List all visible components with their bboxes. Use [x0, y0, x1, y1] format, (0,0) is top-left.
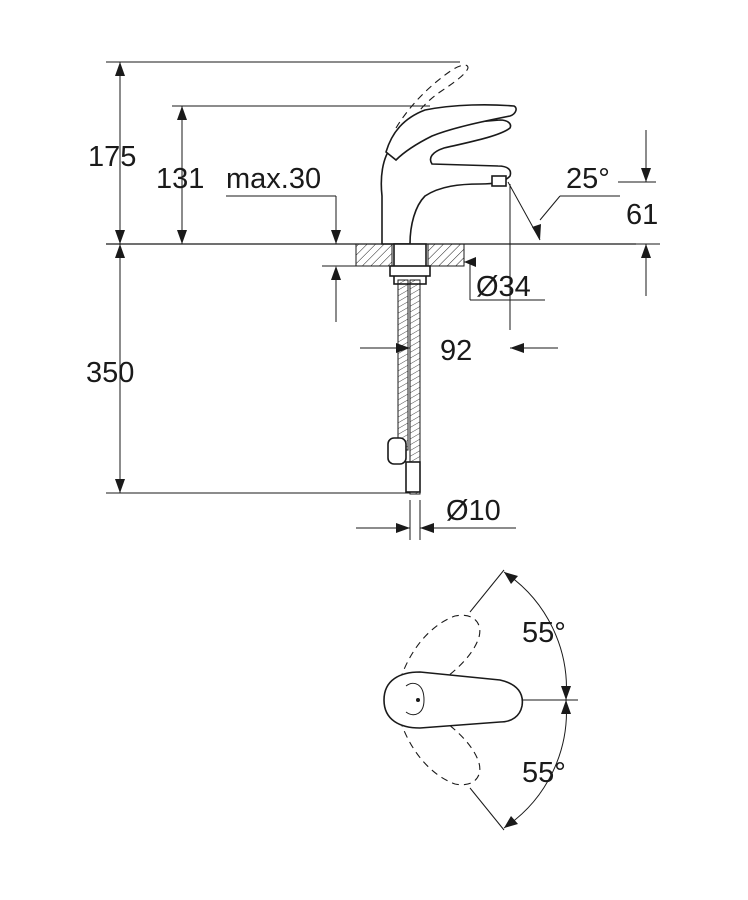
- dim-61: 61: [626, 199, 658, 231]
- lever-rotated-down: [399, 709, 481, 786]
- dim-350: 350: [86, 357, 134, 389]
- dim-max-30: max.30: [226, 163, 321, 195]
- hose-end-fitting: [405, 461, 421, 493]
- faucet-top-view: [383, 569, 578, 831]
- dim-131: 131: [156, 163, 204, 195]
- dim-diameter-10: Ø10: [446, 495, 501, 527]
- dim-92: 92: [440, 335, 472, 367]
- lever-raised-outline: [395, 64, 469, 135]
- dim-25-degree: 25°: [566, 163, 610, 195]
- lever-top: [383, 671, 524, 729]
- deck-section-left: [355, 243, 393, 267]
- lever-indicator: [416, 698, 420, 702]
- dim-175: 175: [88, 141, 136, 173]
- fixing-shank: [393, 243, 427, 285]
- aerator: [491, 175, 507, 187]
- deck-section-right: [427, 243, 465, 267]
- hose-left: [397, 279, 409, 451]
- faucet-side-view: [106, 64, 636, 495]
- faucet-lever: [385, 104, 517, 162]
- lever-rotated-up: [399, 614, 481, 691]
- fixing-nut: [389, 265, 431, 277]
- lever-top-detail: [405, 682, 425, 716]
- dim-diameter-34: Ø34: [476, 271, 531, 303]
- dim-55-degree-lower: 55°: [522, 757, 566, 789]
- dim-55-degree-upper: 55°: [522, 617, 566, 649]
- hose-right: [409, 279, 421, 495]
- hose-connector: [387, 437, 407, 465]
- dimension-lines: [106, 61, 660, 540]
